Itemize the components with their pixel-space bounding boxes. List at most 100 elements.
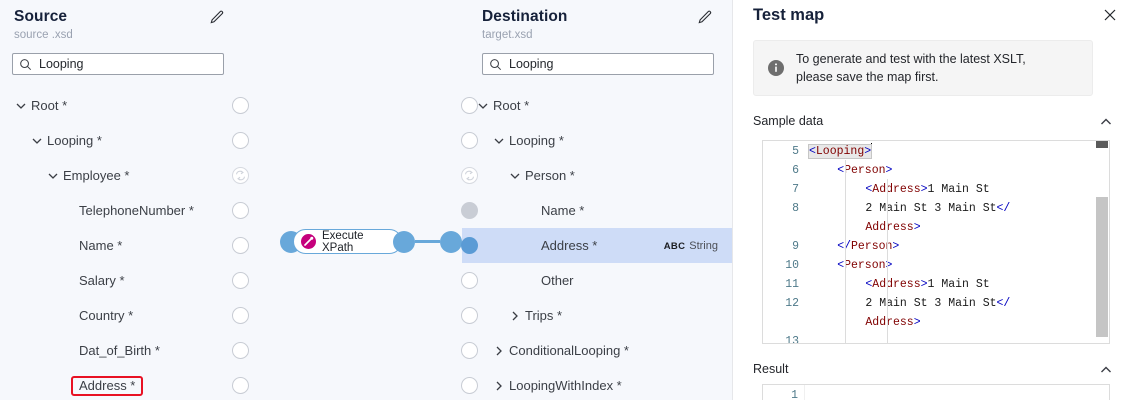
connector-handle[interactable] xyxy=(232,272,249,289)
execute-xpath-node-group: Execute XPath xyxy=(280,229,462,254)
tree-row[interactable]: ConditionalLooping * xyxy=(462,333,732,368)
chevron-placeholder xyxy=(62,309,76,323)
result-line-number: 1 xyxy=(791,389,798,400)
destination-panel-title: Destination xyxy=(482,8,568,25)
connector-handle[interactable] xyxy=(461,377,478,394)
connector-handle[interactable] xyxy=(461,272,478,289)
connector-handle[interactable] xyxy=(232,167,249,184)
chevron-up-icon[interactable] xyxy=(1099,115,1113,129)
tree-row[interactable]: Person * xyxy=(462,158,732,193)
connector-handle[interactable] xyxy=(232,132,249,149)
chevron-placeholder xyxy=(62,274,76,288)
editor-code-line: Address> xyxy=(865,218,920,237)
chevron-up-icon[interactable] xyxy=(1099,363,1113,377)
editor-scrollbar[interactable] xyxy=(1095,141,1109,343)
chevron-placeholder xyxy=(524,274,538,288)
code-token: > xyxy=(913,221,921,234)
mapping-canvas[interactable]: Execute XPath xyxy=(232,0,462,400)
result-editor[interactable]: 1 xyxy=(762,384,1110,400)
code-token: > xyxy=(913,316,921,329)
chevron-down-icon[interactable] xyxy=(508,169,522,183)
chevron-down-icon[interactable] xyxy=(30,134,44,148)
sample-data-section-header[interactable]: Sample data xyxy=(753,112,1113,134)
connector-handle[interactable] xyxy=(232,377,249,394)
destination-search-input[interactable]: Looping xyxy=(482,53,714,75)
connector-handle[interactable] xyxy=(232,342,249,359)
close-icon[interactable] xyxy=(1102,7,1118,23)
connector-handle[interactable] xyxy=(232,237,249,254)
pencil-icon[interactable] xyxy=(696,9,714,27)
tree-row[interactable]: Name * xyxy=(462,193,732,228)
editor-line-number: 6 xyxy=(792,164,799,177)
code-token: Looping xyxy=(815,145,865,158)
tree-row[interactable]: Looping * xyxy=(0,123,232,158)
chevron-placeholder xyxy=(62,239,76,253)
tree-row[interactable]: Looping * xyxy=(462,123,732,158)
code-token: > xyxy=(920,183,928,196)
search-icon xyxy=(489,58,502,71)
connector-handle[interactable] xyxy=(461,307,478,324)
chevron-down-icon[interactable] xyxy=(492,134,506,148)
chevron-down-icon[interactable] xyxy=(14,99,28,113)
connector-handle[interactable] xyxy=(461,342,478,359)
tree-row[interactable]: Employee * xyxy=(0,158,232,193)
code-token: 1 Main St xyxy=(927,278,990,291)
connector-handle[interactable] xyxy=(461,237,478,254)
connector-handle[interactable] xyxy=(232,97,249,114)
code-token: Person xyxy=(844,164,886,177)
tree-row[interactable]: Trips * xyxy=(462,298,732,333)
tree-row[interactable]: Salary * xyxy=(0,263,232,298)
destination-schema-panel: Destination target.xsd Looping Root *Loo… xyxy=(462,0,932,400)
destination-input-handle[interactable] xyxy=(440,230,462,253)
chevron-down-icon[interactable] xyxy=(46,169,60,183)
function-output-handle[interactable] xyxy=(392,230,415,253)
source-search-input[interactable]: Looping xyxy=(12,53,224,75)
connector-handle[interactable] xyxy=(461,97,478,114)
tree-row-label: Country * xyxy=(79,308,134,323)
code-token: < xyxy=(837,164,845,177)
chevron-down-icon[interactable] xyxy=(476,99,490,113)
code-token: 2 Main St 3 Main St xyxy=(865,202,997,215)
editor-scrollbar-thumb[interactable] xyxy=(1096,197,1108,337)
tree-row[interactable]: Root * xyxy=(0,88,232,123)
tree-row-label: Dat_of_Birth * xyxy=(79,343,160,358)
connector-handle[interactable] xyxy=(461,167,478,184)
tree-row-label: Address * xyxy=(541,238,598,253)
connector-handle[interactable] xyxy=(461,202,478,219)
tree-row[interactable]: Name * xyxy=(0,228,232,263)
code-token: < xyxy=(865,278,873,291)
tree-row[interactable]: TelephoneNumber * xyxy=(0,193,232,228)
tree-row[interactable]: LoopingWithIndex * xyxy=(462,368,732,400)
source-search-value: Looping xyxy=(39,57,84,71)
connection-wire xyxy=(414,240,440,243)
tree-row[interactable]: Dat_of_Birth * xyxy=(0,333,232,368)
connector-handle[interactable] xyxy=(232,307,249,324)
info-icon xyxy=(768,60,784,76)
tree-row[interactable]: Address * xyxy=(0,368,232,400)
chevron-right-icon[interactable] xyxy=(492,344,506,358)
tree-row[interactable]: Root * xyxy=(462,88,732,123)
info-banner-text: To generate and test with the latest XSL… xyxy=(796,50,1026,86)
pencil-icon[interactable] xyxy=(208,9,226,27)
destination-schema-filename: target.xsd xyxy=(482,29,533,41)
tree-row-label: TelephoneNumber * xyxy=(79,203,194,218)
code-token: Address xyxy=(872,183,921,196)
data-type-label: String xyxy=(689,239,718,252)
result-section-header[interactable]: Result xyxy=(753,360,1113,382)
tree-row[interactable]: Country * xyxy=(0,298,232,333)
execute-xpath-node[interactable]: Execute XPath xyxy=(293,229,402,254)
source-schema-filename: source .xsd xyxy=(14,29,73,41)
editor-selection: <Looping> xyxy=(807,144,873,159)
tree-row[interactable]: Other xyxy=(462,263,732,298)
editor-line-number: 5 xyxy=(792,145,799,158)
code-token: > xyxy=(864,145,872,158)
chevron-right-icon[interactable] xyxy=(492,379,506,393)
connector-handle[interactable] xyxy=(232,202,249,219)
connector-handle[interactable] xyxy=(461,132,478,149)
chevron-right-icon[interactable] xyxy=(508,309,522,323)
